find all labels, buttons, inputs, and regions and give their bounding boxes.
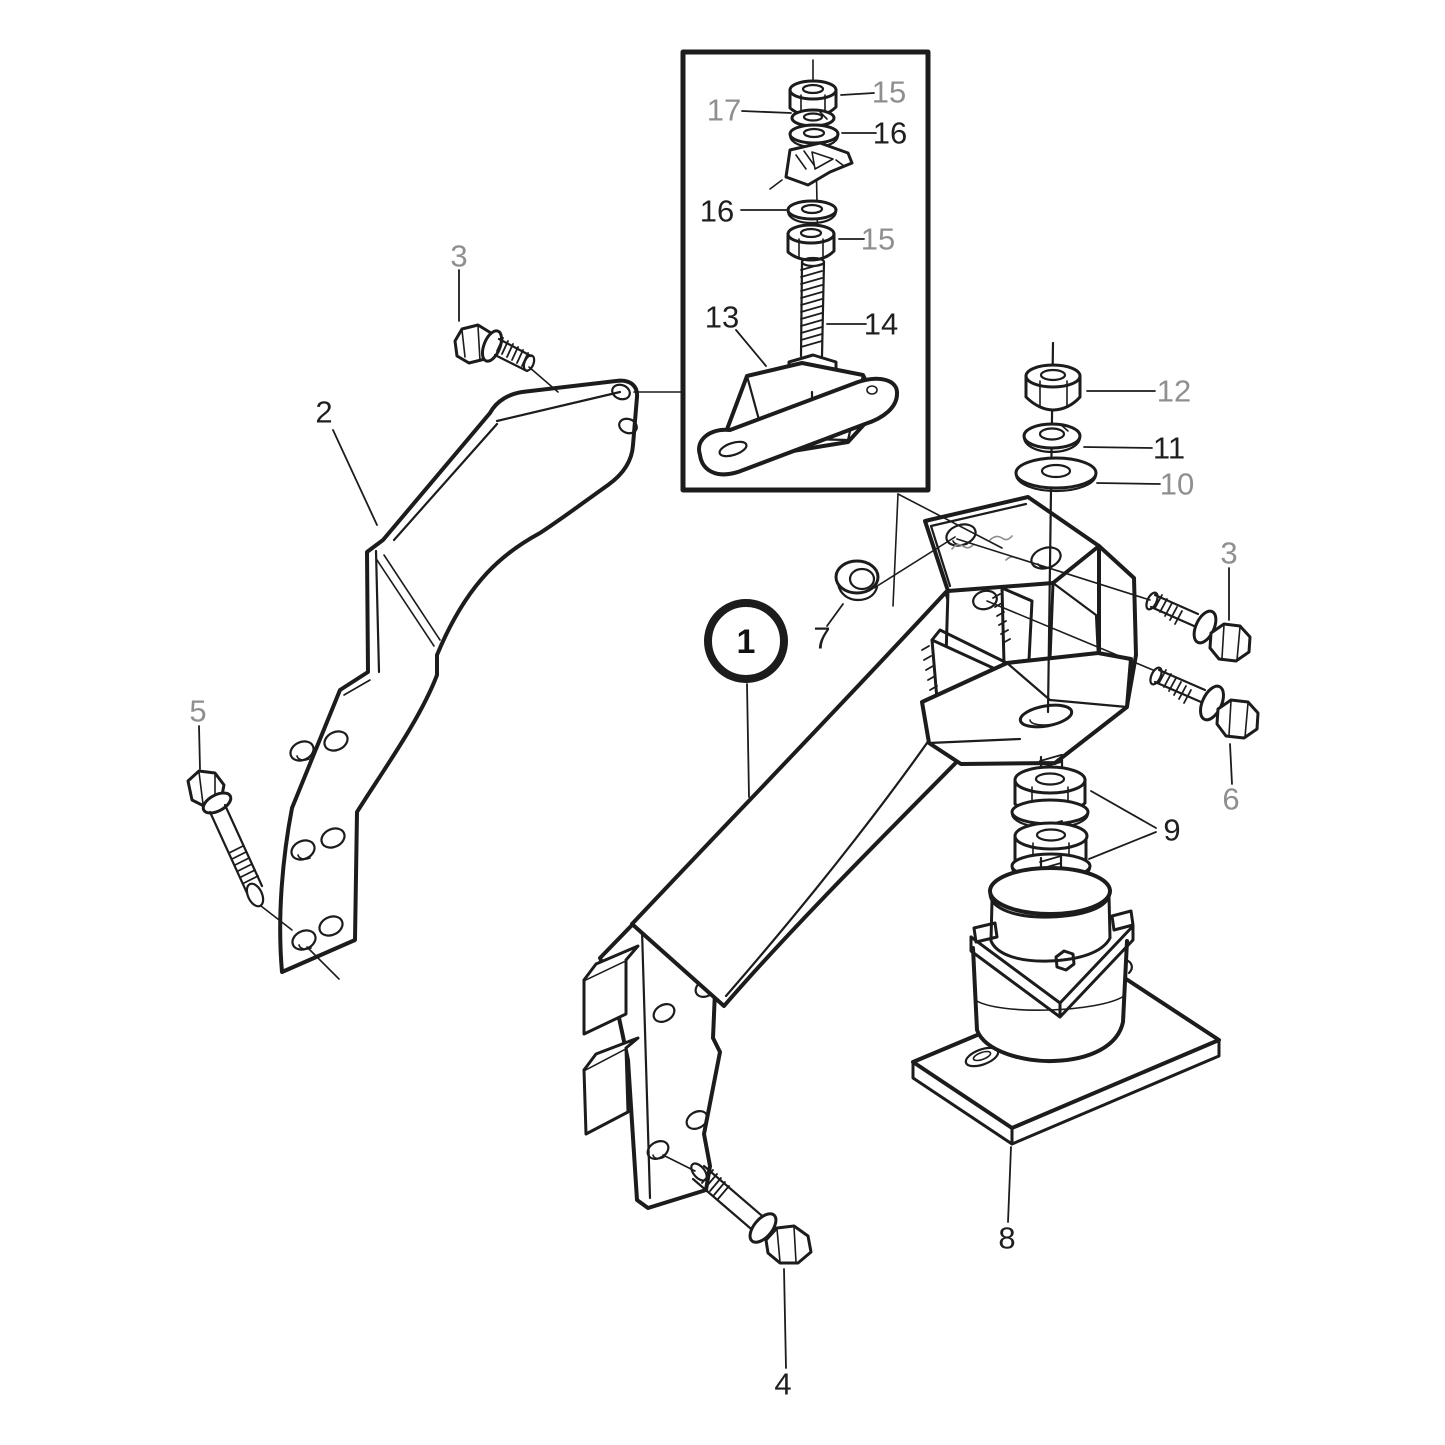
stud-14-drawing — [799, 256, 826, 358]
construction-line — [956, 538, 1151, 601]
washer-10-drawing — [1014, 456, 1098, 493]
part-callout-14[interactable]: 14 — [864, 307, 898, 342]
part-callout-12[interactable]: 12 — [1157, 374, 1191, 409]
part-callout-8[interactable]: 8 — [998, 1221, 1015, 1256]
construction-line — [986, 600, 1154, 671]
bolt-3-left-drawing — [453, 323, 536, 373]
leader-line — [783, 1268, 787, 1369]
part-callout-4[interactable]: 4 — [774, 1367, 791, 1402]
leader-line — [1088, 831, 1157, 860]
mount-8-top-disc — [988, 866, 1112, 916]
washer-stack-drawing — [1014, 341, 1098, 714]
washer-11-drawing — [1022, 422, 1082, 454]
bolt-4-drawing — [690, 1162, 813, 1265]
nuts-9-drawing — [1010, 753, 1092, 884]
part-callout-10[interactable]: 10 — [1160, 467, 1194, 502]
part-callout-13[interactable]: 13 — [705, 300, 739, 335]
part-callout-6[interactable]: 6 — [1222, 782, 1239, 817]
construction-line — [897, 493, 1003, 549]
bracket-2-hole — [611, 383, 631, 401]
bracket-2-drawing — [278, 378, 640, 974]
part-callout-9[interactable]: 9 — [1163, 813, 1180, 848]
washer-16-lower-drawing — [786, 199, 838, 225]
spacer-block-lower — [582, 1046, 630, 1136]
nut-15-lower-drawing — [786, 223, 836, 262]
part-callout-3[interactable]: 3 — [1220, 536, 1237, 571]
part-callout-16[interactable]: 16 — [873, 116, 907, 151]
mount-13-drawing — [697, 353, 899, 477]
bolt-3-right-drawing — [1145, 591, 1252, 663]
construction-lines — [260, 366, 1154, 1172]
leader-line — [1096, 482, 1161, 485]
part-callout-15[interactable]: 15 — [872, 75, 906, 110]
bushing-7-drawing — [834, 559, 880, 602]
part-callout-2[interactable]: 2 — [315, 395, 332, 430]
leader-line — [1229, 743, 1233, 785]
spacer-block-upper — [582, 958, 628, 1036]
mount-8-drawing — [911, 854, 1221, 1146]
bolt-5-drawing — [186, 769, 265, 908]
part-callout-15[interactable]: 15 — [861, 222, 895, 257]
clamp-plate-drawing — [769, 141, 854, 190]
part-callout-1-highlighted[interactable]: 1 — [737, 623, 756, 661]
part-callout-11[interactable]: 11 — [1153, 431, 1185, 466]
leader-line — [1090, 790, 1157, 829]
base-slot-hole — [1018, 703, 1074, 729]
part-callout-5[interactable]: 5 — [189, 694, 206, 729]
rubber-ring — [989, 895, 1112, 963]
bolt-6-drawing — [1149, 666, 1260, 740]
leader-line — [741, 110, 792, 114]
nut-12-drawing — [1024, 363, 1082, 412]
construction-line — [662, 1154, 696, 1172]
washer-16-upper-drawing — [788, 123, 840, 149]
construction-line — [260, 905, 293, 931]
leader-line — [332, 429, 378, 526]
gusset-small — [1000, 586, 1034, 665]
highlight-circle[interactable] — [704, 599, 788, 683]
bracket-2-hole — [618, 417, 638, 435]
construction-line — [892, 493, 899, 607]
leader-line — [198, 725, 201, 770]
part-callout-16[interactable]: 16 — [700, 194, 734, 229]
leader-line — [1007, 1146, 1012, 1223]
inset-detail-box — [680, 49, 931, 493]
leader-line — [746, 683, 750, 798]
leader-line — [826, 603, 844, 627]
part-callout-7[interactable]: 7 — [813, 621, 830, 656]
bracket-1-drawing — [582, 495, 1138, 1210]
construction-line — [306, 946, 340, 980]
part-callout-3[interactable]: 3 — [450, 239, 467, 274]
construction-line — [528, 366, 559, 393]
leader-line — [735, 329, 767, 367]
construction-line — [873, 536, 956, 589]
leader-line — [1083, 446, 1153, 449]
leader-line — [840, 92, 875, 96]
part-callout-17[interactable]: 17 — [707, 93, 741, 128]
